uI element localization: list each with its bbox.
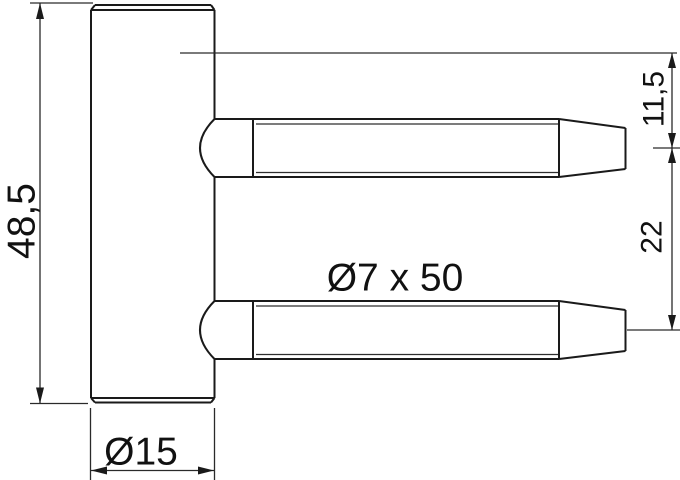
height-arrowhead-up: [36, 3, 44, 19]
spacing-arrowhead-up: [668, 148, 676, 163]
pin-spec-label: Ø7 x 50: [327, 257, 464, 300]
body-bottom-right-chamfer: [210, 397, 216, 404]
upper-pin-cap-dome: [199, 118, 216, 178]
dimension-overall-height: 48,5: [1, 2, 93, 405]
lower-pin: [199, 300, 627, 360]
dimension-barrel-diameter: Ø15: [89, 408, 216, 480]
diameter-arrowhead-right: [198, 466, 214, 475]
height-arrowhead-down: [36, 387, 44, 404]
body-bottom-left-chamfer: [90, 397, 96, 404]
lower-pin-cap-dome: [199, 300, 216, 360]
dimension-pin-positions: 11,5 22: [180, 52, 680, 331]
upper-pin: [199, 118, 627, 178]
upper-pin-cap-body: [214, 118, 254, 178]
top-offset-label: 11,5: [638, 71, 671, 127]
spacing-arrowhead-down: [668, 315, 676, 330]
barrel-diameter-label: Ø15: [104, 431, 178, 474]
upper-pin-taper-top: [558, 118, 626, 129]
lower-pin-cap-body: [214, 300, 254, 360]
overall-height-label: 48,5: [1, 183, 44, 259]
barrel-body: [90, 4, 216, 404]
offset-arrowhead-down: [668, 133, 676, 148]
lower-pin-taper-bottom: [558, 350, 626, 360]
diameter-arrowhead-left: [91, 466, 107, 475]
pin-spacing-label: 22: [636, 220, 669, 253]
upper-pin-taper-bottom: [558, 168, 626, 178]
lower-pin-taper-top: [558, 300, 626, 311]
offset-arrowhead-up: [668, 53, 676, 68]
